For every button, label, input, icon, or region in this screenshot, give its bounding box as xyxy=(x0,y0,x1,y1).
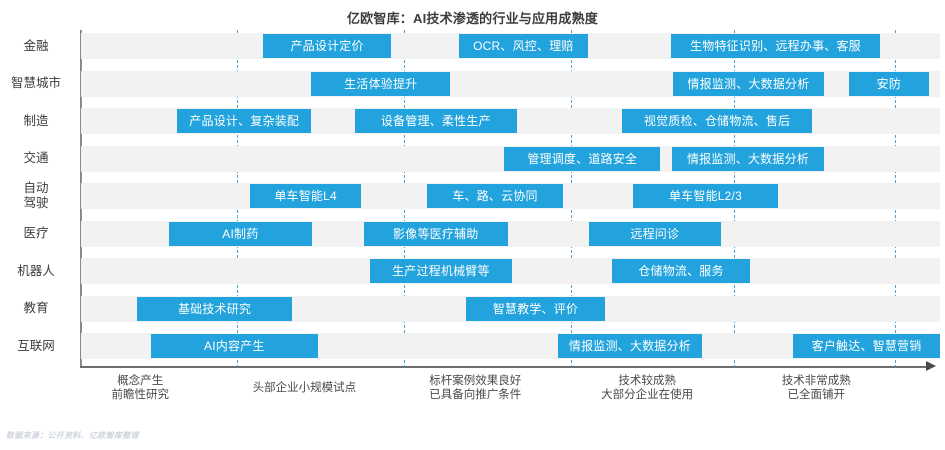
stage-caption-line: 已具备向推广条件 xyxy=(429,389,522,401)
application-bar[interactable]: 情报监测、大数据分析 xyxy=(672,71,825,96)
category-label-7: 机器人 xyxy=(0,264,72,279)
stage-caption-2: 头部企业小规模试点 xyxy=(224,381,384,395)
category-label-line: 交通 xyxy=(23,151,49,166)
category-label-1: 金融 xyxy=(0,39,72,54)
application-bar[interactable]: 客户触达、智慧营销 xyxy=(793,334,940,359)
stage-caption-4: 技术较成熟大部分企业在使用 xyxy=(567,374,727,402)
application-bar[interactable]: 基础技术研究 xyxy=(136,296,293,321)
application-bar[interactable]: 影像等医疗辅助 xyxy=(363,221,508,246)
category-label-line: 制造 xyxy=(23,113,49,128)
application-bar[interactable]: AI内容产生 xyxy=(150,334,319,359)
category-label-line: 金融 xyxy=(23,38,49,53)
category-label-line: 机器人 xyxy=(17,263,55,278)
category-label-6: 医疗 xyxy=(0,226,72,241)
stage-caption-line: 技术较成熟 xyxy=(618,375,676,387)
stage-caption-line: 前瞻性研究 xyxy=(111,389,170,401)
category-label-5: 自动驾驶 xyxy=(0,181,72,211)
application-bar[interactable]: 单车智能L4 xyxy=(250,184,362,209)
stage-caption-line: 概念产生 xyxy=(117,375,164,387)
application-bar[interactable]: 生物特征识别、远程办事、客服 xyxy=(671,34,880,58)
application-bar[interactable]: 视觉质检、仓储物流、售后 xyxy=(622,109,812,134)
stage-caption-line: 头部企业小规模试点 xyxy=(252,382,357,394)
x-axis-arrow-icon xyxy=(926,361,936,371)
application-bar[interactable]: 安防 xyxy=(848,71,929,96)
application-bar[interactable]: 单车智能L2/3 xyxy=(633,184,778,209)
stage-caption-line: 大部分企业在使用 xyxy=(601,389,694,401)
stage-caption-3: 标杆案例效果良好已具备向推广条件 xyxy=(395,374,555,402)
application-bar[interactable]: 生活体验提升 xyxy=(311,71,451,96)
category-label-2: 智慧城市 xyxy=(0,76,72,91)
application-bar[interactable]: 仓储物流、服务 xyxy=(611,259,751,284)
category-label-4: 交通 xyxy=(0,151,72,166)
application-bar[interactable]: 设备管理、柔性生产 xyxy=(355,109,517,134)
stage-caption-5: 技术非常成熟已全面铺开 xyxy=(736,374,896,402)
stage-caption-1: 概念产生前瞻性研究 xyxy=(60,374,220,402)
application-bar[interactable]: 管理调度、道路安全 xyxy=(504,146,660,171)
x-axis-line xyxy=(80,366,928,368)
category-label-8: 教育 xyxy=(0,301,72,316)
stage-caption-line: 技术非常成熟 xyxy=(781,375,851,387)
category-label-9: 互联网 xyxy=(0,339,72,354)
application-bar[interactable]: OCR、风控、理赔 xyxy=(458,34,588,58)
category-label-line: 互联网 xyxy=(17,338,55,353)
category-label-line: 驾驶 xyxy=(23,196,49,211)
application-bar[interactable]: 远程问诊 xyxy=(588,221,721,246)
application-bar[interactable]: AI制药 xyxy=(168,221,313,246)
application-bar[interactable]: 产品设计、复杂装配 xyxy=(177,109,312,134)
category-label-line: 智慧城市 xyxy=(10,76,61,91)
category-label-3: 制造 xyxy=(0,114,72,129)
application-bar[interactable]: 车、路、云协同 xyxy=(427,184,563,209)
category-label-line: 自动 xyxy=(23,181,49,196)
application-bar[interactable]: 情报监测、大数据分析 xyxy=(557,334,703,359)
category-label-line: 教育 xyxy=(23,301,49,316)
stage-caption-line: 标杆案例效果良好 xyxy=(429,375,522,387)
source-note: 数据来源：公开资料、亿欧智库整理 xyxy=(6,431,139,440)
application-bar[interactable]: 智慧教学、评价 xyxy=(465,296,605,321)
stage-caption-line: 已全面铺开 xyxy=(787,389,846,401)
application-bar[interactable]: 产品设计定价 xyxy=(263,34,392,58)
category-label-line: 医疗 xyxy=(23,226,49,241)
chart-title: 亿欧智库：AI技术渗透的行业与应用成熟度 xyxy=(346,11,598,26)
application-bar[interactable]: 生产过程机械臂等 xyxy=(369,259,513,284)
application-bar[interactable]: 情报监测、大数据分析 xyxy=(671,146,825,171)
